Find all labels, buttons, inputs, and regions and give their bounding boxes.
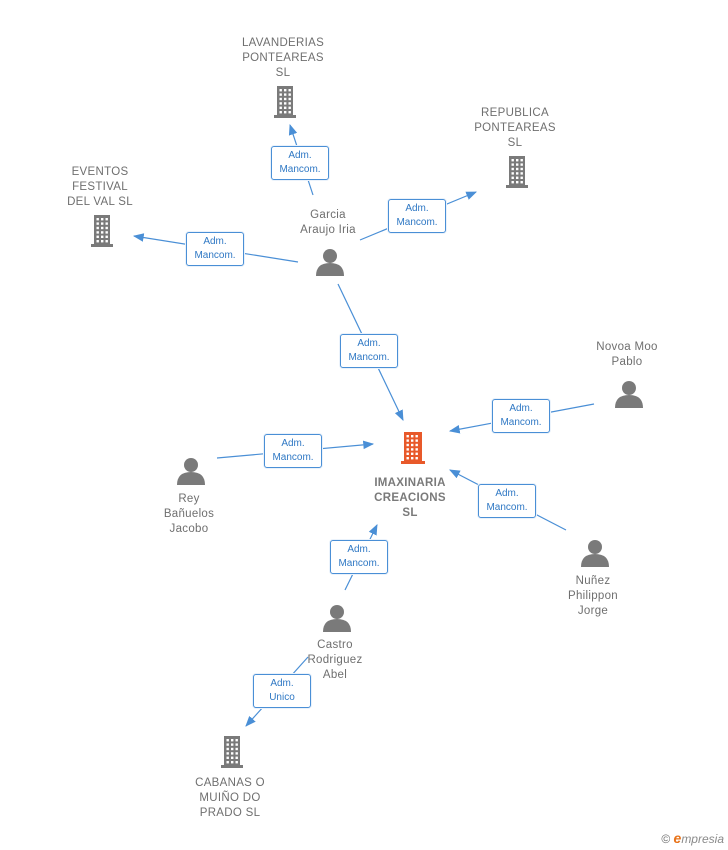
node-label-line: Rodriguez <box>307 654 363 666</box>
node-label-line: REPUBLICA <box>481 107 549 119</box>
edge-label-line: Adm. <box>509 403 533 414</box>
node-label-republica[interactable]: REPUBLICA PONTEAREAS SL <box>465 106 565 151</box>
node-label-line: Pablo <box>611 356 643 368</box>
edge-label-line: Mancom. <box>194 250 236 261</box>
building-icon[interactable] <box>91 215 113 247</box>
person-icon[interactable] <box>615 381 643 408</box>
edge-label-line: Mancom. <box>338 558 380 569</box>
edge-label-line: Mancom. <box>500 417 542 428</box>
edge-label-line: Unico <box>269 692 295 703</box>
node-label-lavanderias[interactable]: LAVANDERIAS PONTEAREAS SL <box>233 36 333 81</box>
building-icon[interactable] <box>274 86 296 118</box>
node-label-line: Garcia <box>310 209 346 221</box>
edge-label-castro-cabanas[interactable]: Adm. Unico <box>253 674 311 708</box>
node-label-line: Novoa Moo <box>596 341 658 353</box>
node-label-line: Araujo Iria <box>300 224 356 236</box>
node-label-line: Philippon <box>567 590 618 602</box>
edge-label-rey-center[interactable]: Adm. Mancom. <box>264 434 322 468</box>
edge-label-garcia-eventos[interactable]: Adm. Mancom. <box>186 232 244 266</box>
person-icon[interactable] <box>177 458 205 485</box>
brand-logo-e: e <box>673 830 682 846</box>
person-icon[interactable] <box>581 540 609 567</box>
node-label-line: SL <box>275 67 291 79</box>
node-label-line: FESTIVAL <box>72 181 128 193</box>
edge-label-garcia-center[interactable]: Adm. Mancom. <box>340 334 398 368</box>
edge-label-line: Mancom. <box>486 502 528 513</box>
edge-label-line: Mancom. <box>396 217 438 228</box>
edge-label-line: Adm. <box>281 438 305 449</box>
edge-label-castro-center[interactable]: Adm. Mancom. <box>330 540 388 574</box>
edge-label-line: Adm. <box>288 150 312 161</box>
person-icon[interactable] <box>316 249 344 276</box>
node-label-line: PRADO SL <box>199 807 261 819</box>
node-label-line: CABANAS O <box>195 777 265 789</box>
node-label-line: EVENTOS <box>71 166 129 178</box>
node-label-line: Bañuelos <box>163 508 215 520</box>
footer-brand: © empresia <box>661 830 724 846</box>
node-label-line: PONTEAREAS <box>242 52 324 64</box>
person-icon[interactable] <box>323 605 351 632</box>
edge-label-line: Adm. <box>357 338 381 349</box>
edge-label-line: Mancom. <box>279 164 321 175</box>
edge-label-nunez-center[interactable]: Adm. Mancom. <box>478 484 536 518</box>
node-label-line: LAVANDERIAS <box>241 37 325 49</box>
node-label-cabanas[interactable]: CABANAS O MUIÑO DO PRADO SL <box>180 776 280 821</box>
building-icon[interactable] <box>401 432 425 464</box>
node-label-line: Jacobo <box>169 523 209 535</box>
node-label-line: SL <box>507 137 523 149</box>
edge-label-line: Adm. <box>495 488 519 499</box>
edge-label-garcia-lavanderias[interactable]: Adm. Mancom. <box>271 146 329 180</box>
node-label-line: MUIÑO DO <box>199 792 261 804</box>
edge-label-garcia-republica[interactable]: Adm. Mancom. <box>388 199 446 233</box>
edge-label-novoa-center[interactable]: Adm. Mancom. <box>492 399 550 433</box>
edge-label-line: Adm. <box>203 236 227 247</box>
node-label-line: DEL VAL SL <box>67 196 133 208</box>
edge-label-line: Adm. <box>270 678 294 689</box>
building-icon[interactable] <box>221 736 243 768</box>
building-icon[interactable] <box>506 156 528 188</box>
node-label-line: Nuñez <box>575 575 611 587</box>
edge-label-line: Adm. <box>405 203 429 214</box>
brand-logo-text: mpresia <box>681 832 724 846</box>
edge-label-line: Mancom. <box>272 452 314 463</box>
node-label-line: Rey <box>178 493 200 505</box>
edge-label-line: Mancom. <box>348 352 390 363</box>
copyright-symbol: © <box>661 832 671 846</box>
node-label-line: Abel <box>322 669 348 681</box>
edge-label-line: Adm. <box>347 544 371 555</box>
node-label-line: PONTEAREAS <box>474 122 556 134</box>
node-label-eventos[interactable]: EVENTOS FESTIVAL DEL VAL SL <box>50 165 150 210</box>
node-label-line: Jorge <box>577 605 609 617</box>
node-label-line: IMAXINARIA <box>374 477 446 489</box>
node-label-center[interactable]: IMAXINARIA CREACIONS SL <box>360 476 460 521</box>
node-label-line: SL <box>402 507 418 519</box>
node-label-line: Castro <box>317 639 353 651</box>
node-label-line: CREACIONS <box>374 492 446 504</box>
